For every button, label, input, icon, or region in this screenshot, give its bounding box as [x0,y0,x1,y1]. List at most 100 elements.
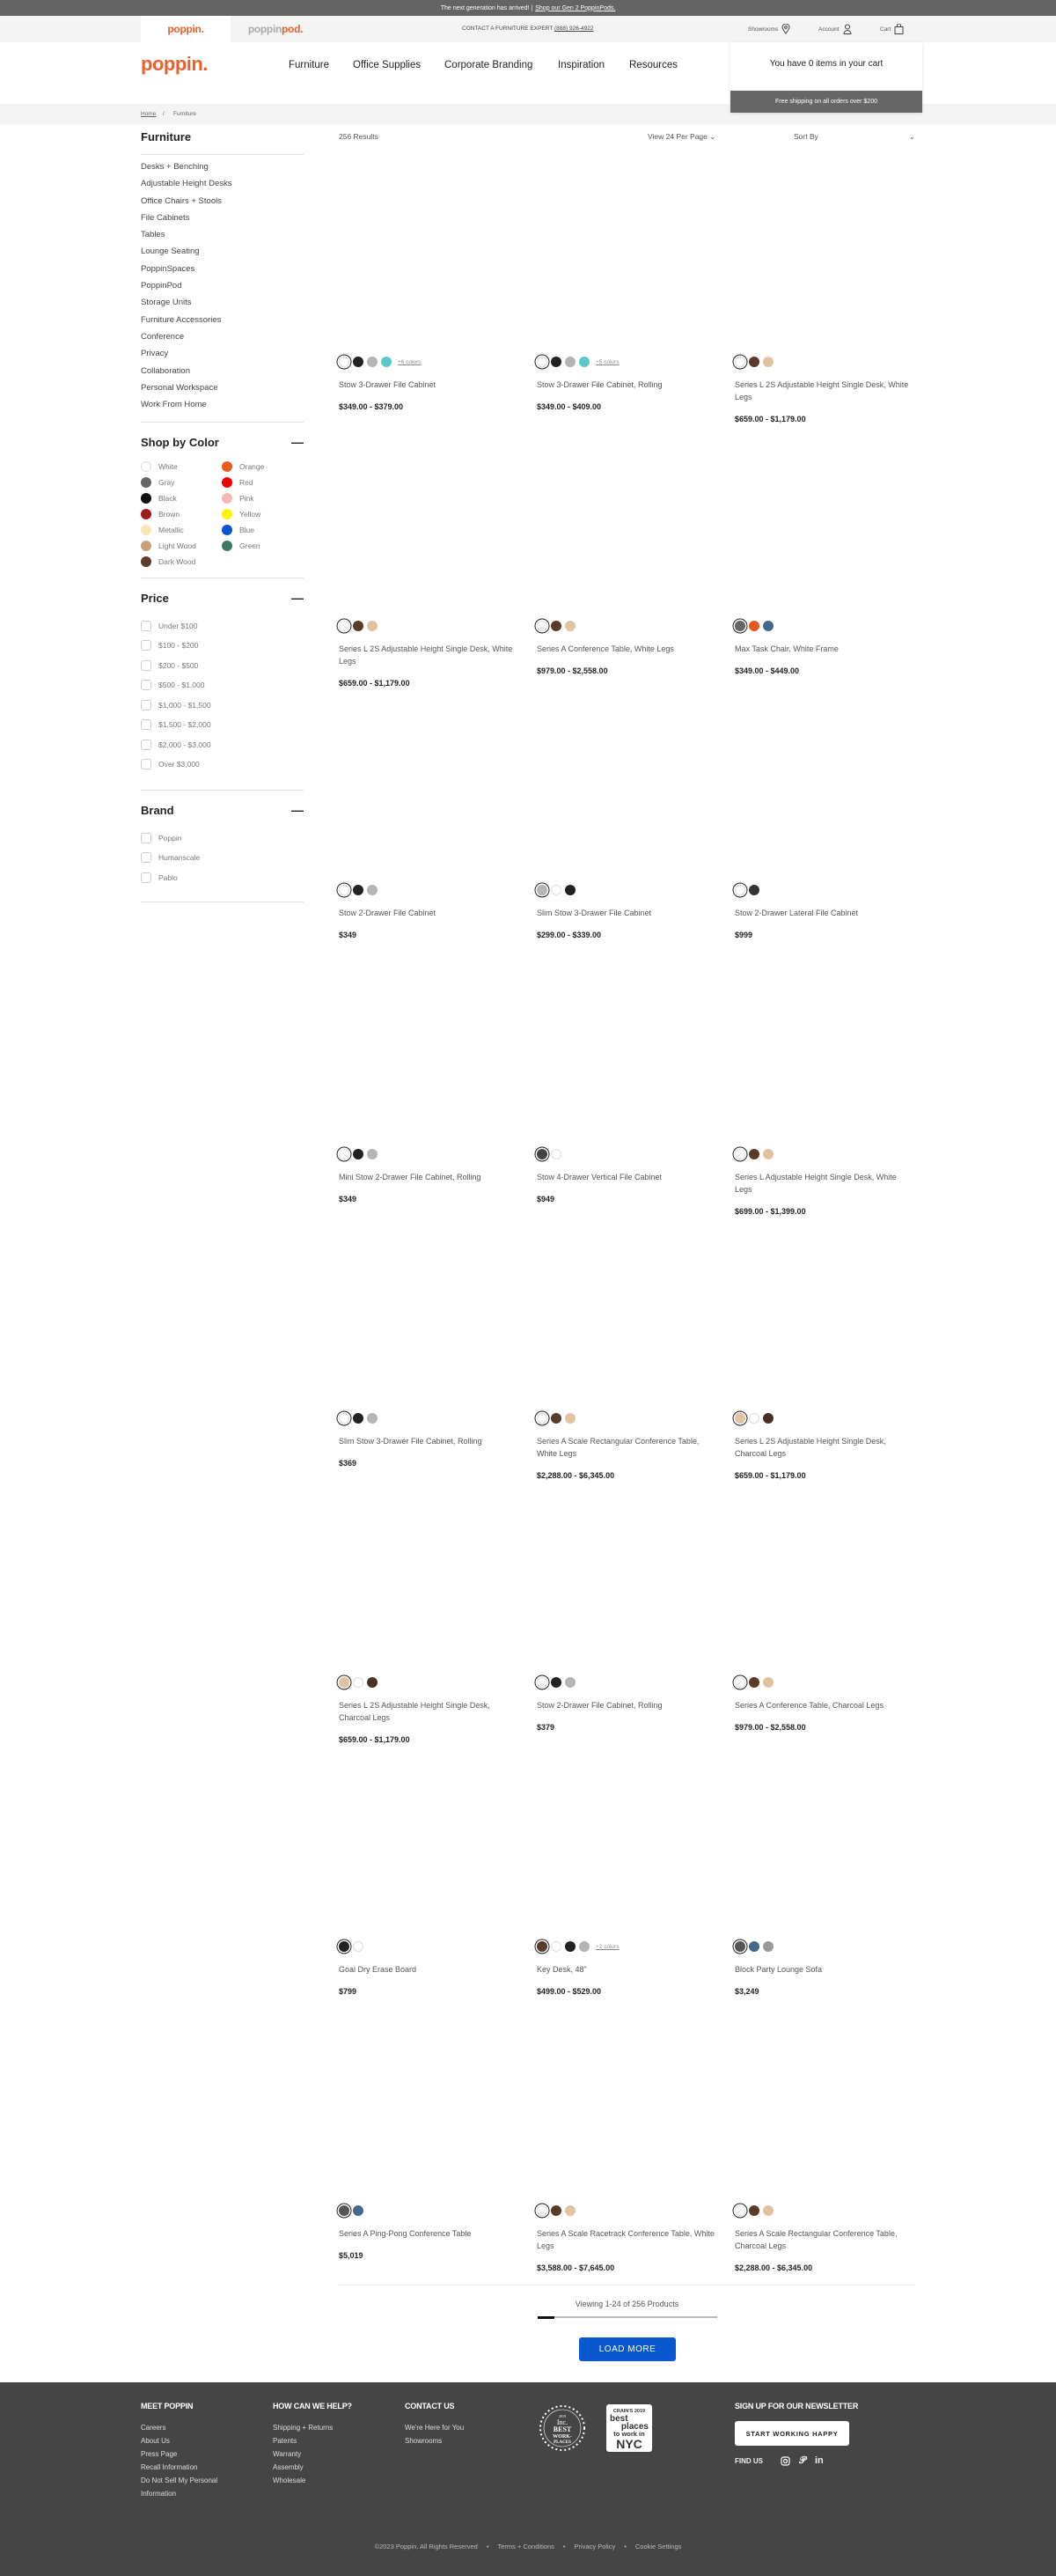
product-image[interactable] [339,2016,515,2192]
footer-link[interactable]: Warranty [273,2450,302,2458]
color-swatch[interactable] [537,1941,547,1952]
color-swatch[interactable] [565,885,576,895]
color-filter-option[interactable]: Orange [222,461,303,473]
color-swatch[interactable] [537,885,547,895]
color-swatch[interactable] [367,885,378,895]
category-link[interactable]: Furniture Accessories [141,314,222,325]
product-name[interactable]: Series L Adjustable Height Single Desk, … [735,1173,897,1194]
privacy-link[interactable]: Privacy Policy [574,2543,616,2550]
color-swatch[interactable] [749,621,759,631]
product-name[interactable]: Series L 2S Adjustable Height Single Des… [735,380,909,401]
color-swatch[interactable] [735,1149,745,1159]
category-link[interactable]: Adjustable Height Desks [141,179,232,189]
product-name[interactable]: Max Task Chair, White Frame [735,644,839,653]
price-filter-option[interactable]: $1,500 - $2,000 [141,715,304,735]
product-name[interactable]: Goal Dry Erase Board [339,1965,417,1974]
color-swatch[interactable] [735,1413,745,1424]
minus-icon[interactable]: — [291,803,304,818]
category-link[interactable]: Tables [141,230,165,240]
product-name[interactable]: Series L 2S Adjustable Height Single Des… [735,1437,886,1458]
category-link[interactable]: PoppinPod [141,281,182,291]
category-link[interactable]: Storage Units [141,298,192,308]
color-swatch[interactable] [381,357,392,367]
color-swatch[interactable] [353,1149,363,1159]
category-link[interactable]: Work From Home [141,400,207,410]
product-card[interactable]: Goal Dry Erase Board$799 [339,1752,537,2016]
color-swatch[interactable] [749,1677,759,1688]
price-filter-option[interactable]: $500 - $1,000 [141,675,304,696]
footer-link[interactable]: Press Page [141,2450,178,2458]
color-swatch[interactable] [537,621,547,631]
product-card[interactable]: Series A Conference Table, White Legs$97… [537,431,735,696]
product-name[interactable]: Series A Scale Rectangular Conference Ta… [735,2229,898,2250]
color-swatch[interactable] [353,1413,363,1424]
product-image[interactable] [537,696,713,872]
color-filter-option[interactable]: Black [141,493,222,504]
cart-link[interactable]: Cart [880,24,904,34]
color-swatch[interactable] [565,1941,576,1952]
checkbox[interactable] [141,872,151,883]
color-swatch[interactable] [565,1413,576,1424]
load-more-button[interactable]: LOAD MORE [579,2337,676,2361]
product-card[interactable]: Stow 2-Drawer File Cabinet$349 [339,696,537,960]
price-filter-option[interactable]: $1,000 - $1,500 [141,695,304,715]
nav-furniture[interactable]: Furniture [289,60,330,70]
footer-link[interactable]: Shipping + Returns [273,2424,334,2432]
price-filter-option[interactable]: $100 - $200 [141,636,304,656]
announcement-link[interactable]: Shop our Gen 2 PoppinPods. [535,4,616,11]
price-filter-option[interactable]: Over $3,000 [141,754,304,775]
checkbox[interactable] [141,620,151,631]
footer-link[interactable]: Careers [141,2424,166,2432]
product-card[interactable]: Stow 2-Drawer File Cabinet, Rolling$379 [537,1488,735,1752]
product-image[interactable] [735,431,911,607]
color-filter-option[interactable]: Blue [222,525,303,536]
product-image[interactable] [339,1224,515,1400]
product-card[interactable]: Series A Scale Rectangular Conference Ta… [735,2016,920,2280]
color-swatch[interactable] [367,1677,378,1688]
color-swatch[interactable] [565,2205,576,2216]
color-swatch[interactable] [551,2205,561,2216]
color-swatch[interactable] [537,1677,547,1688]
nav-resources[interactable]: Resources [629,60,678,70]
color-swatch[interactable] [735,1677,745,1688]
checkbox[interactable] [141,832,151,843]
color-swatch[interactable] [763,621,774,631]
account-link[interactable]: Account [818,24,852,34]
color-swatch[interactable] [367,357,378,367]
color-swatch[interactable] [579,357,590,367]
product-name[interactable]: Mini Stow 2-Drawer File Cabinet, Rolling [339,1173,481,1181]
product-name[interactable]: Series A Conference Table, White Legs [537,644,674,653]
color-swatch[interactable] [339,1149,349,1159]
product-image[interactable] [537,431,713,607]
contact-phone-link[interactable]: (888) 926-4922 [554,26,594,32]
color-swatch[interactable] [749,1413,759,1424]
checkbox[interactable] [141,719,151,731]
product-name[interactable]: Block Party Lounge Sofa [735,1965,823,1974]
checkbox[interactable] [141,659,151,671]
category-link[interactable]: Conference [141,331,185,342]
color-swatch[interactable] [749,885,759,895]
footer-link[interactable]: Recall Information [141,2463,198,2471]
color-swatch[interactable] [353,621,363,631]
product-image[interactable] [537,167,713,343]
color-swatch[interactable] [565,357,576,367]
footer-link[interactable]: Showrooms [405,2437,443,2445]
category-link[interactable]: Desks + Benching [141,162,209,172]
product-name[interactable]: Stow 2-Drawer File Cabinet, Rolling [537,1701,663,1710]
product-name[interactable]: Series A Conference Table, Charcoal Legs [735,1701,884,1710]
brand-filter-option[interactable]: Pablo [141,867,304,887]
product-name[interactable]: Stow 2-Drawer Lateral File Cabinet [735,909,859,917]
category-link[interactable]: Lounge Seating [141,247,200,257]
product-name[interactable]: Slim Stow 3-Drawer File Cabinet, Rolling [339,1437,482,1446]
price-filter-option[interactable]: $2,000 - $3,000 [141,734,304,754]
color-swatch[interactable] [367,1413,378,1424]
category-link[interactable]: Personal Workspace [141,382,218,393]
color-swatch[interactable] [353,1677,363,1688]
color-swatch[interactable] [367,1149,378,1159]
product-card[interactable]: Series A Conference Table, Charcoal Legs… [735,1488,920,1752]
product-name[interactable]: Series L 2S Adjustable Height Single Des… [339,644,513,666]
category-link[interactable]: Office Chairs + Stools [141,195,222,206]
